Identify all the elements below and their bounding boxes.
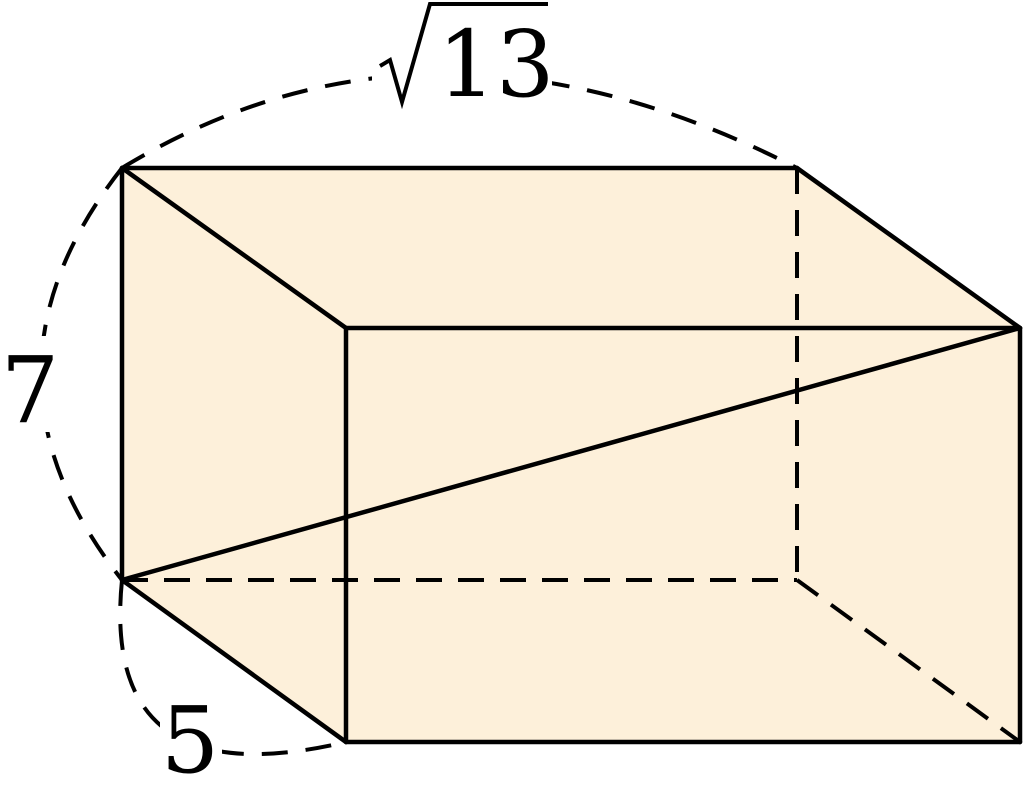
label-depth: 5 bbox=[161, 687, 220, 794]
dimension-arc-top bbox=[120, 72, 798, 170]
radical-sign-icon bbox=[378, 2, 548, 110]
label-mask-left bbox=[4, 336, 56, 432]
space-diagonal bbox=[119, 325, 1023, 583]
edge-top-right bbox=[794, 165, 1023, 331]
label-diagonal: 13 bbox=[378, 2, 555, 118]
label-diagonal-radicand: 13 bbox=[437, 11, 554, 118]
label-mask-bottom bbox=[160, 700, 222, 790]
front-face bbox=[346, 328, 1020, 742]
edge-top-left bbox=[119, 165, 349, 331]
left-face bbox=[122, 168, 346, 742]
top-face bbox=[122, 168, 1020, 328]
label-mask-top bbox=[372, 8, 552, 108]
edge-bottom-left bbox=[119, 577, 349, 745]
hidden-edge-right-bottom bbox=[795, 578, 1022, 744]
label-height: 7 bbox=[1, 337, 60, 444]
dimension-arc-bottom bbox=[118, 579, 347, 757]
